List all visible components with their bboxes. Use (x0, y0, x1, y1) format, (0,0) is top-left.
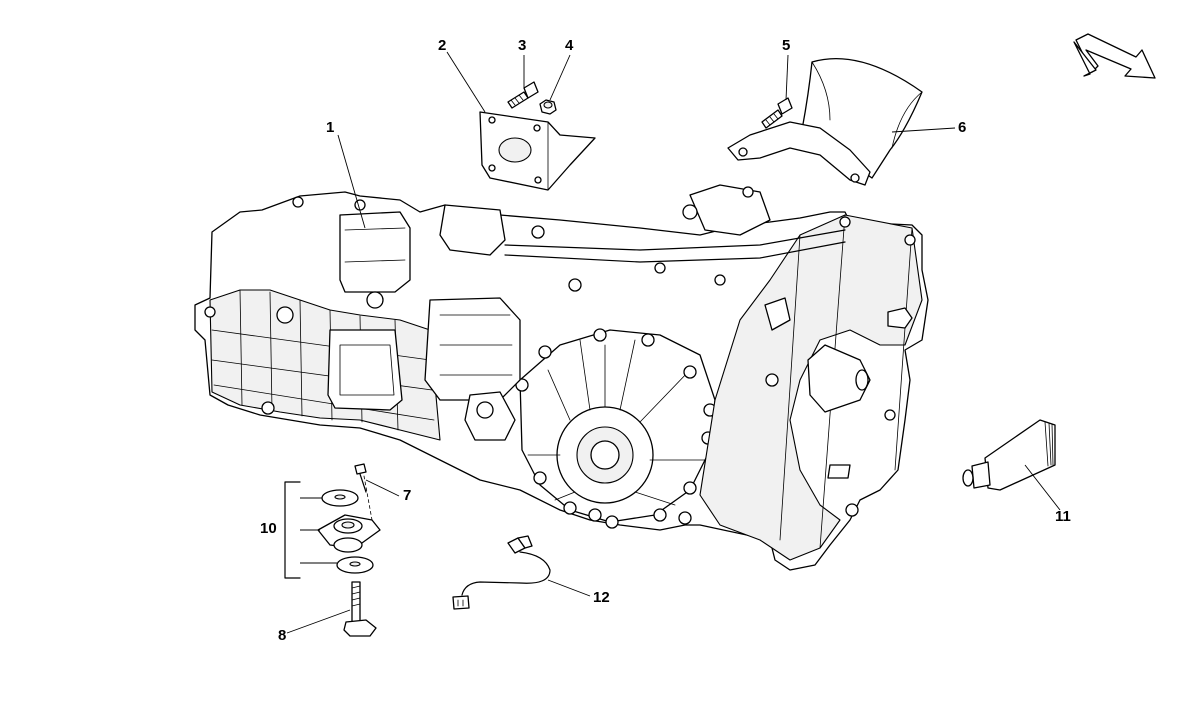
long-bolt (343, 581, 377, 637)
callout-10: 10 (260, 520, 277, 537)
callout-7: 7 (403, 487, 411, 504)
callout-1: 1 (326, 119, 334, 136)
callout-6: 6 (958, 119, 966, 136)
callout-3: 3 (518, 37, 526, 54)
bracket-bolt (507, 81, 539, 109)
sensor-cable (452, 535, 551, 610)
callout-5: 5 (782, 37, 790, 54)
protection-shield (727, 57, 923, 186)
gearbox-assembly (194, 184, 929, 571)
leader-lines (286, 51, 1061, 634)
callout-8: 8 (278, 627, 286, 644)
bracket-nut (539, 99, 557, 115)
mounting-kit (284, 475, 381, 579)
mounting-bracket (479, 111, 596, 191)
direction-arrow-icon (1073, 33, 1156, 79)
callout-12: 12 (593, 589, 610, 606)
grease-tube (962, 419, 1056, 491)
callout-2: 2 (438, 37, 446, 54)
cover-bolt (761, 97, 793, 129)
callout-4: 4 (565, 37, 574, 54)
small-screw (354, 463, 367, 493)
callout-11: 11 (1055, 508, 1071, 525)
callout-labels: 1 2 3 4 5 6 7 8 10 11 12 (260, 37, 1071, 644)
